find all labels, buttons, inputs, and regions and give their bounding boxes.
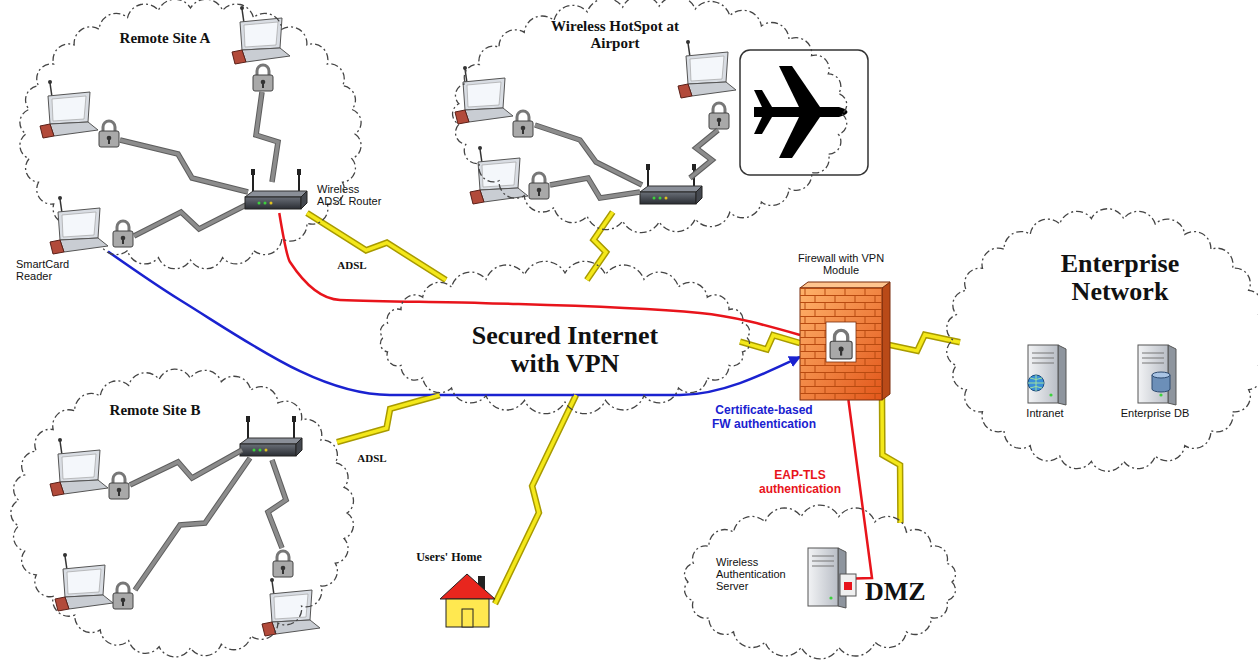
cloud-title: Remote Site B (70, 402, 240, 419)
text-slot: Intranet (1005, 407, 1085, 419)
text-slot: SmartCard Reader (16, 258, 80, 282)
text-slot: Enterprise DB (1105, 407, 1205, 419)
edge-label: EAP-TLS authentication (754, 468, 846, 496)
text-slot: Secured Internet with VPN (445, 322, 685, 378)
text-slot: Wireless ADSL Router (317, 183, 387, 207)
text-slot: ADSL (332, 255, 372, 273)
device-label: SmartCard Reader (16, 258, 80, 282)
text-slot: ADSL (352, 448, 392, 466)
device-icon (245, 183, 307, 213)
text-slot: Firewall with VPN Module (786, 252, 896, 276)
text-slot: Enterprise Network (1020, 250, 1220, 306)
text-slot: EAP-TLS authentication (754, 468, 846, 497)
link-bolt (495, 395, 576, 604)
device-icon (50, 208, 108, 256)
cloud-title: Remote Site A (80, 30, 250, 47)
device-icon (1130, 345, 1180, 405)
text-slot: Certificate-based FW authentication (705, 403, 823, 432)
internet-cloud: Secured Internet with VPN (365, 255, 765, 420)
dmz-cloud: DMZ Wireless Authentication Server (670, 498, 970, 666)
auth-path (108, 252, 800, 395)
bolt-outline (307, 213, 446, 280)
server-icon: Intranet (1020, 345, 1070, 405)
auth-path (279, 213, 800, 335)
bolt-outline (882, 397, 900, 523)
text-slot: Remote Site A (80, 30, 250, 47)
edge-label: Certificate-based FW authentication (705, 403, 823, 431)
bolt-outline (882, 335, 960, 351)
device-label: Intranet (1005, 407, 1085, 419)
auth-server: Wireless Authentication Server (800, 548, 855, 610)
link-bolt (307, 213, 446, 280)
link-bolt (882, 397, 900, 523)
hotspot-cloud: Wireless HotSpot at Airport (440, 0, 860, 240)
vpn-firewall: Firewall with VPN Module (800, 288, 882, 400)
site-cloud: Remote Site B (0, 360, 365, 666)
auth-path (848, 400, 872, 578)
cloud-title: Secured Internet with VPN (445, 322, 685, 378)
cloud-outline (935, 200, 1258, 480)
cloud-title: Wireless HotSpot at Airport (540, 18, 690, 52)
link-bolt (882, 335, 960, 351)
enterprise-cloud: Enterprise NetworkIntranetEnterprise DB (935, 200, 1258, 480)
edge-label: ADSL (355, 452, 388, 464)
text-slot: DMZ (865, 578, 955, 606)
text-slot: Remote Site B (70, 402, 240, 419)
cloud-outline (440, 0, 860, 240)
device-icon (800, 548, 855, 610)
device-icon (800, 288, 882, 400)
link-bolt (337, 395, 440, 442)
text-slot: Users' Home (408, 550, 490, 565)
device-label: Users' Home (408, 550, 490, 565)
device-label: Wireless Authentication Server (716, 556, 796, 592)
device-label: Enterprise DB (1105, 407, 1205, 419)
wireless-router: Wireless ADSL Router (245, 183, 307, 213)
database-server: Enterprise DB (1130, 345, 1180, 405)
device-label: Wireless ADSL Router (317, 183, 387, 207)
site-cloud: Remote Site A Wireless ADSL RouterSmartCa… (8, 0, 373, 278)
device-label: Firewall with VPN Module (786, 252, 896, 276)
bolt-outline (495, 395, 576, 604)
device-icon (440, 572, 495, 627)
text-slot: Wireless Authentication Server (716, 556, 796, 592)
text-slot: Wireless HotSpot at Airport (540, 18, 690, 52)
edge-label: ADSL (335, 259, 368, 271)
device-icon (1020, 345, 1070, 405)
laptop-client: SmartCard Reader (50, 208, 108, 256)
cloud-title: DMZ (865, 578, 955, 606)
cloud-title: Enterprise Network (1020, 250, 1220, 306)
bolt-outline (337, 395, 440, 442)
home-icon: Users' Home (440, 572, 495, 627)
